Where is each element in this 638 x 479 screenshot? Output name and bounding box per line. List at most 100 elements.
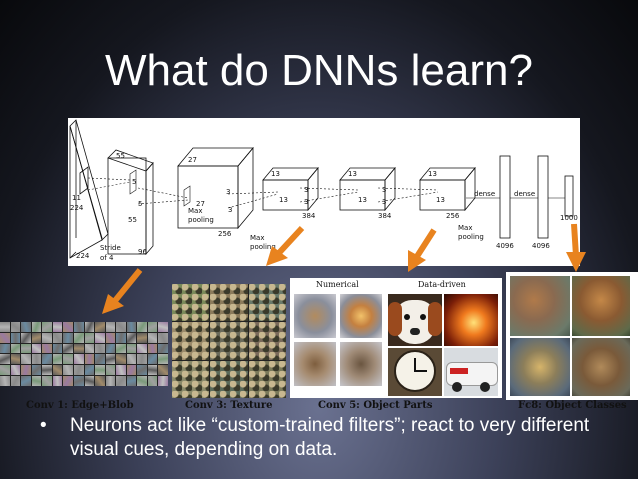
lbl-3f: 3 bbox=[382, 198, 386, 206]
conv1-filter bbox=[158, 354, 168, 365]
conv1-filter bbox=[116, 322, 126, 332]
conv3-panel bbox=[172, 284, 286, 398]
conv1-filter bbox=[84, 332, 95, 343]
conv3-texture bbox=[248, 360, 286, 398]
conv1-filter bbox=[116, 376, 126, 386]
conv1-filter bbox=[52, 343, 63, 354]
conv3-texture bbox=[248, 284, 286, 322]
conv1-filter bbox=[95, 332, 105, 343]
slide-title: What do DNNs learn? bbox=[105, 46, 533, 95]
conv1-filter bbox=[73, 332, 84, 343]
conv1-filter bbox=[42, 365, 52, 376]
lbl-13a: 13 bbox=[271, 170, 280, 178]
conv1-filter bbox=[95, 322, 105, 332]
lbl-dense2: dense bbox=[514, 190, 535, 198]
conv3-texture bbox=[210, 360, 248, 398]
conv1-filter bbox=[31, 332, 42, 343]
lbl-256a: 256 bbox=[218, 230, 232, 238]
lbl-5b: 5 bbox=[138, 200, 142, 208]
conv1-filter bbox=[84, 376, 95, 386]
orange-arrow-icon bbox=[102, 268, 143, 314]
conv1-filter bbox=[42, 354, 52, 365]
conv1-filter bbox=[158, 376, 168, 386]
orange-arrow-icon bbox=[408, 228, 437, 272]
conv1-filter bbox=[42, 322, 52, 332]
lbl-4096a: 4096 bbox=[496, 242, 514, 250]
numerical-image bbox=[340, 342, 382, 386]
conv1-caption: Conv 1: Edge+Blob bbox=[26, 400, 134, 411]
clock-image bbox=[388, 348, 442, 396]
conv1-filter bbox=[52, 322, 63, 332]
conv1-filter bbox=[137, 354, 147, 365]
conv3-texture-grid bbox=[172, 284, 286, 398]
conv1-filter bbox=[31, 365, 42, 376]
conv1-filter bbox=[137, 322, 147, 332]
conv1-filter bbox=[42, 343, 52, 354]
conv1-filter bbox=[10, 343, 21, 354]
conv1-filter bbox=[21, 354, 31, 365]
lbl-384b: 384 bbox=[378, 212, 392, 220]
conv1-filter bbox=[10, 354, 21, 365]
conv1-filter bbox=[73, 365, 84, 376]
conv1-filter bbox=[21, 343, 31, 354]
conv1-filter bbox=[84, 322, 95, 332]
car-image bbox=[444, 348, 498, 396]
conv1-filter bbox=[126, 343, 137, 354]
lbl-3a: 3 bbox=[226, 188, 230, 196]
conv1-filter bbox=[10, 376, 21, 386]
lbl-96: 96 bbox=[138, 248, 147, 256]
conv1-filter bbox=[73, 376, 84, 386]
lbl-224b: 224 bbox=[76, 252, 90, 260]
conv1-filter bbox=[10, 365, 21, 376]
conv1-filter bbox=[158, 322, 168, 332]
lbl-1000: 1000 bbox=[560, 214, 578, 222]
conv1-filter bbox=[52, 365, 63, 376]
conv1-filter bbox=[0, 354, 10, 365]
conv1-filter bbox=[147, 365, 158, 376]
conv3-texture bbox=[248, 322, 286, 360]
conv1-filter bbox=[158, 343, 168, 354]
conv1-filter bbox=[126, 322, 137, 332]
lbl-13e: 13 bbox=[428, 170, 437, 178]
conv1-filter bbox=[95, 376, 105, 386]
conv1-panel bbox=[0, 322, 170, 400]
fc8-class-image bbox=[572, 276, 630, 336]
lbl-13f: 13 bbox=[436, 196, 445, 204]
numerical-label: Numerical bbox=[316, 280, 359, 289]
lbl-3d: 3 bbox=[304, 198, 308, 206]
conv1-filter bbox=[0, 322, 10, 332]
conv1-filter bbox=[95, 354, 105, 365]
conv1-filter bbox=[126, 376, 137, 386]
conv5-panel: Numerical Data-driven bbox=[290, 278, 502, 398]
alexnet-architecture-diagram: 11 224 224 55 55 5 5 Stride of 4 96 27 2… bbox=[68, 118, 580, 266]
lbl-27b: 27 bbox=[196, 200, 205, 208]
fire-image bbox=[444, 294, 498, 346]
fc8-class-image bbox=[510, 338, 570, 396]
conv1-filter bbox=[116, 354, 126, 365]
numerical-image bbox=[294, 294, 336, 338]
conv1-filter-grid bbox=[0, 322, 168, 386]
conv3-texture bbox=[172, 322, 210, 360]
conv1-filter bbox=[52, 354, 63, 365]
conv1-filter bbox=[0, 343, 10, 354]
fc8-panel bbox=[506, 272, 638, 400]
lbl-55b: 55 bbox=[128, 216, 137, 224]
lbl-pool2: pooling bbox=[250, 243, 276, 251]
lbl-max2: Max bbox=[250, 234, 264, 242]
conv1-filter bbox=[52, 332, 63, 343]
conv1-filter bbox=[116, 343, 126, 354]
conv1-filter bbox=[84, 343, 95, 354]
fc8-caption: Fc8: Object Classes bbox=[518, 400, 627, 411]
conv3-texture bbox=[210, 322, 248, 360]
conv1-filter bbox=[147, 322, 158, 332]
conv1-filter bbox=[84, 354, 95, 365]
lbl-max3: Max bbox=[458, 224, 472, 232]
conv1-filter bbox=[147, 343, 158, 354]
lbl-stride: Stride bbox=[100, 244, 121, 252]
conv5-caption: Conv 5: Object Parts bbox=[318, 400, 433, 411]
lbl-max1: Max bbox=[188, 207, 202, 215]
conv1-filter bbox=[42, 332, 52, 343]
conv3-texture bbox=[172, 284, 210, 322]
data-driven-label: Data-driven bbox=[418, 280, 466, 289]
conv1-filter bbox=[147, 332, 158, 343]
